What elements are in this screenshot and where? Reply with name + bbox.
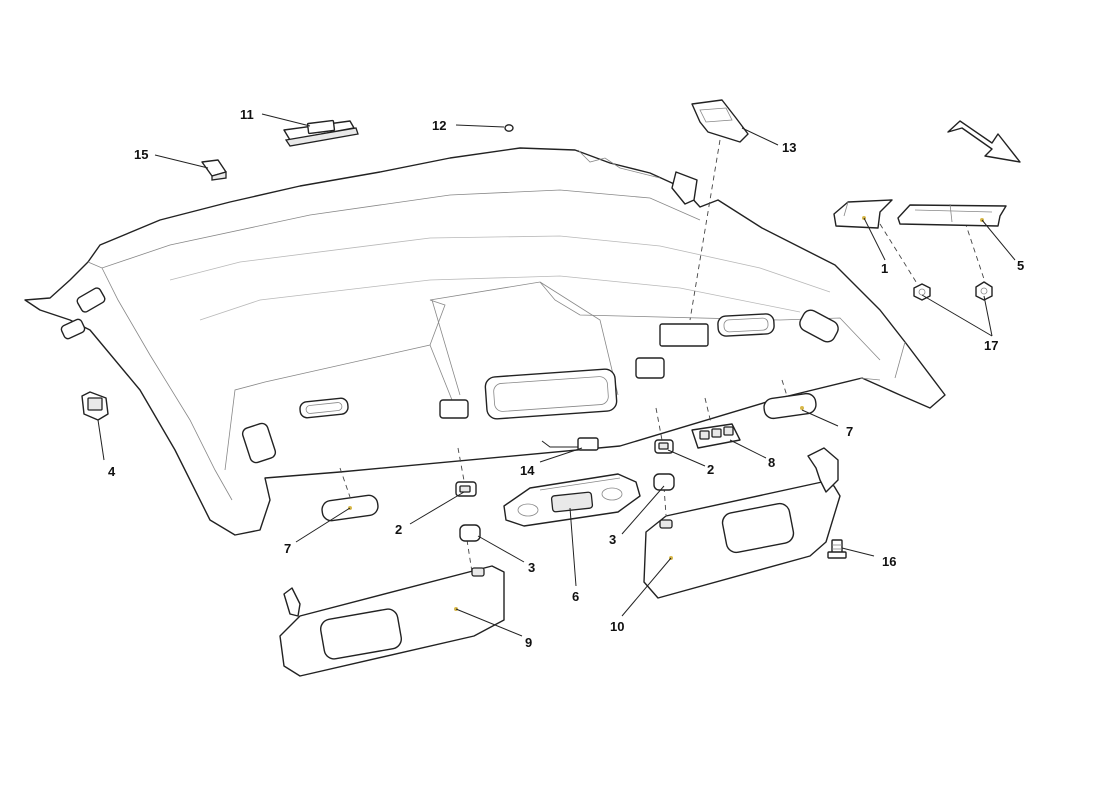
callout-14: 14 bbox=[520, 463, 535, 478]
part-1-bracket bbox=[833, 199, 893, 229]
callout-10: 10 bbox=[610, 619, 624, 634]
callout-3-right: 3 bbox=[609, 532, 616, 547]
callout-16: 16 bbox=[882, 554, 896, 569]
part-2-clip-left bbox=[455, 481, 477, 497]
assembly-lines bbox=[339, 139, 986, 573]
part-6-overhead-console bbox=[503, 473, 641, 527]
callout-12: 12 bbox=[432, 118, 446, 133]
part-7-light-right bbox=[763, 392, 817, 420]
callout-3-left: 3 bbox=[528, 560, 535, 575]
part-9-sun-visor-left bbox=[279, 565, 505, 677]
callout-7-left: 7 bbox=[284, 541, 291, 556]
callout-9: 9 bbox=[525, 635, 532, 650]
callout-4: 4 bbox=[108, 464, 116, 479]
part-10-sun-visor-right bbox=[643, 447, 841, 599]
part-11-reading-light bbox=[283, 119, 359, 147]
headliner-panel bbox=[24, 147, 946, 536]
part-4-switch bbox=[81, 391, 109, 421]
callout-6: 6 bbox=[572, 589, 579, 604]
part-17-nuts bbox=[913, 281, 993, 301]
part-13-bracket bbox=[691, 99, 749, 143]
callout-17: 17 bbox=[984, 338, 998, 353]
part-3-hook-left bbox=[459, 524, 481, 542]
direction-arrow-icon bbox=[947, 120, 1021, 163]
callout-5: 5 bbox=[1017, 258, 1024, 273]
callout-15: 15 bbox=[134, 147, 148, 162]
callout-2-left: 2 bbox=[395, 522, 402, 537]
part-5-bracket bbox=[897, 203, 1007, 227]
part-3-hook-right bbox=[653, 473, 675, 491]
callout-8: 8 bbox=[768, 455, 775, 470]
callout-11: 11 bbox=[240, 107, 254, 122]
callout-labels: 11 12 13 15 1 5 17 4 7 8 14 2 7 2 3 6 3 … bbox=[108, 107, 1024, 650]
callout-7-right: 7 bbox=[846, 424, 853, 439]
part-14-cable bbox=[541, 437, 599, 451]
callout-1: 1 bbox=[881, 261, 888, 276]
leader-lines bbox=[97, 113, 1016, 637]
part-8-control-unit bbox=[691, 423, 741, 449]
callout-2-right: 2 bbox=[707, 462, 714, 477]
part-12-screw bbox=[504, 124, 514, 132]
callout-13: 13 bbox=[782, 140, 796, 155]
part-16-bolt bbox=[827, 539, 847, 559]
part-15-clip bbox=[201, 159, 227, 181]
